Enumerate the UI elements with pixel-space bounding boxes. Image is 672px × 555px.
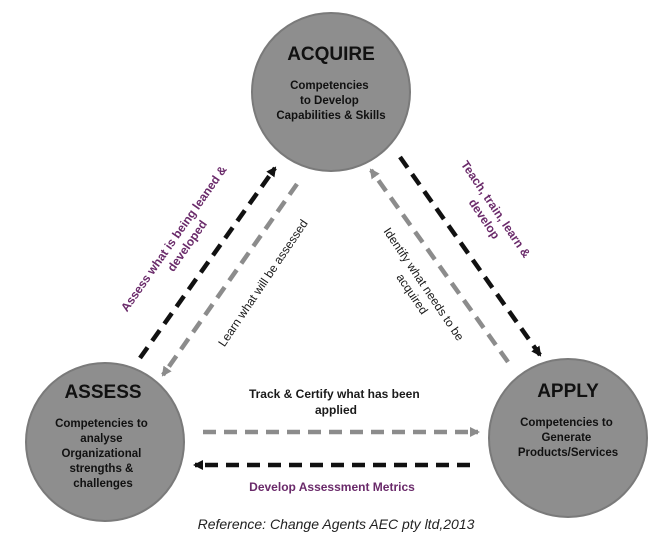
label-assess-to-apply-line-2: applied (315, 403, 357, 417)
label-assess-to-apply: Track & Certify what has been applied (249, 387, 423, 417)
assess-line-3: Organizational (61, 448, 141, 460)
svg-text:Teach, train, learn & de: Teach, train, learn & develop (446, 158, 536, 271)
arrow-assess-to-acquire (138, 166, 277, 360)
svg-text:Competencies to analyse: Competencies to analyse Organizational s… (55, 418, 151, 490)
apply-line-1: Competencies to (520, 417, 613, 429)
svg-text:Competencies to Generate: Competencies to Generate Products/Servic… (518, 417, 618, 459)
svg-text:Learn what will be assessed: Learn what will be assessed (215, 217, 311, 349)
acquire-circle (251, 12, 411, 172)
apply-line-3: Products/Services (518, 447, 618, 459)
svg-text:Competencies to Develop: Competencies to Develop Capabilities & S… (276, 80, 385, 122)
apply-line-2: Generate (541, 432, 591, 444)
label-apply-to-acquire: Identify what needs to be acquired (368, 225, 469, 355)
assess-line-4: strengths & (69, 463, 133, 475)
label-acquire-to-assess-line-1: Learn what will be assessed (215, 217, 311, 349)
assess-line-1: Competencies to (55, 418, 148, 430)
arrow-acquire-to-assess (161, 182, 299, 377)
label-apply-to-assess: Develop Assessment Metrics (249, 480, 415, 494)
assess-circle (25, 362, 185, 522)
assess-title: ASSESS (64, 382, 141, 403)
acquire-line-3: Capabilities & Skills (276, 110, 385, 122)
reference-caption: Reference: Change Agents AEC pty ltd,201… (197, 516, 475, 532)
label-acquire-to-apply: Teach, train, learn & develop (446, 158, 536, 271)
node-assess: ASSESS Competencies to analyse Organizat… (25, 362, 185, 522)
label-assess-to-apply-line-1: Track & Certify what has been (249, 387, 420, 401)
apply-circle (488, 358, 648, 518)
assess-line-2: analyse (80, 433, 122, 445)
node-acquire: ACQUIRE Competencies to Develop Capabili… (251, 12, 411, 172)
label-assess-to-acquire-line-1: Assess what is being leaned & (118, 163, 230, 314)
node-apply: APPLY Competencies to Generate Products/… (488, 358, 648, 518)
acquire-line-2: to Develop (300, 95, 359, 107)
acquire-line-1: Competencies (290, 80, 369, 92)
svg-text:Identify what needs to be: Identify what needs to be acquired (368, 225, 469, 355)
apply-title: APPLY (537, 381, 599, 402)
arrow-apply-to-acquire (369, 168, 510, 364)
assess-line-5: challenges (73, 478, 132, 490)
label-acquire-to-assess: Learn what will be assessed (215, 217, 311, 349)
acquire-title: ACQUIRE (287, 44, 375, 65)
